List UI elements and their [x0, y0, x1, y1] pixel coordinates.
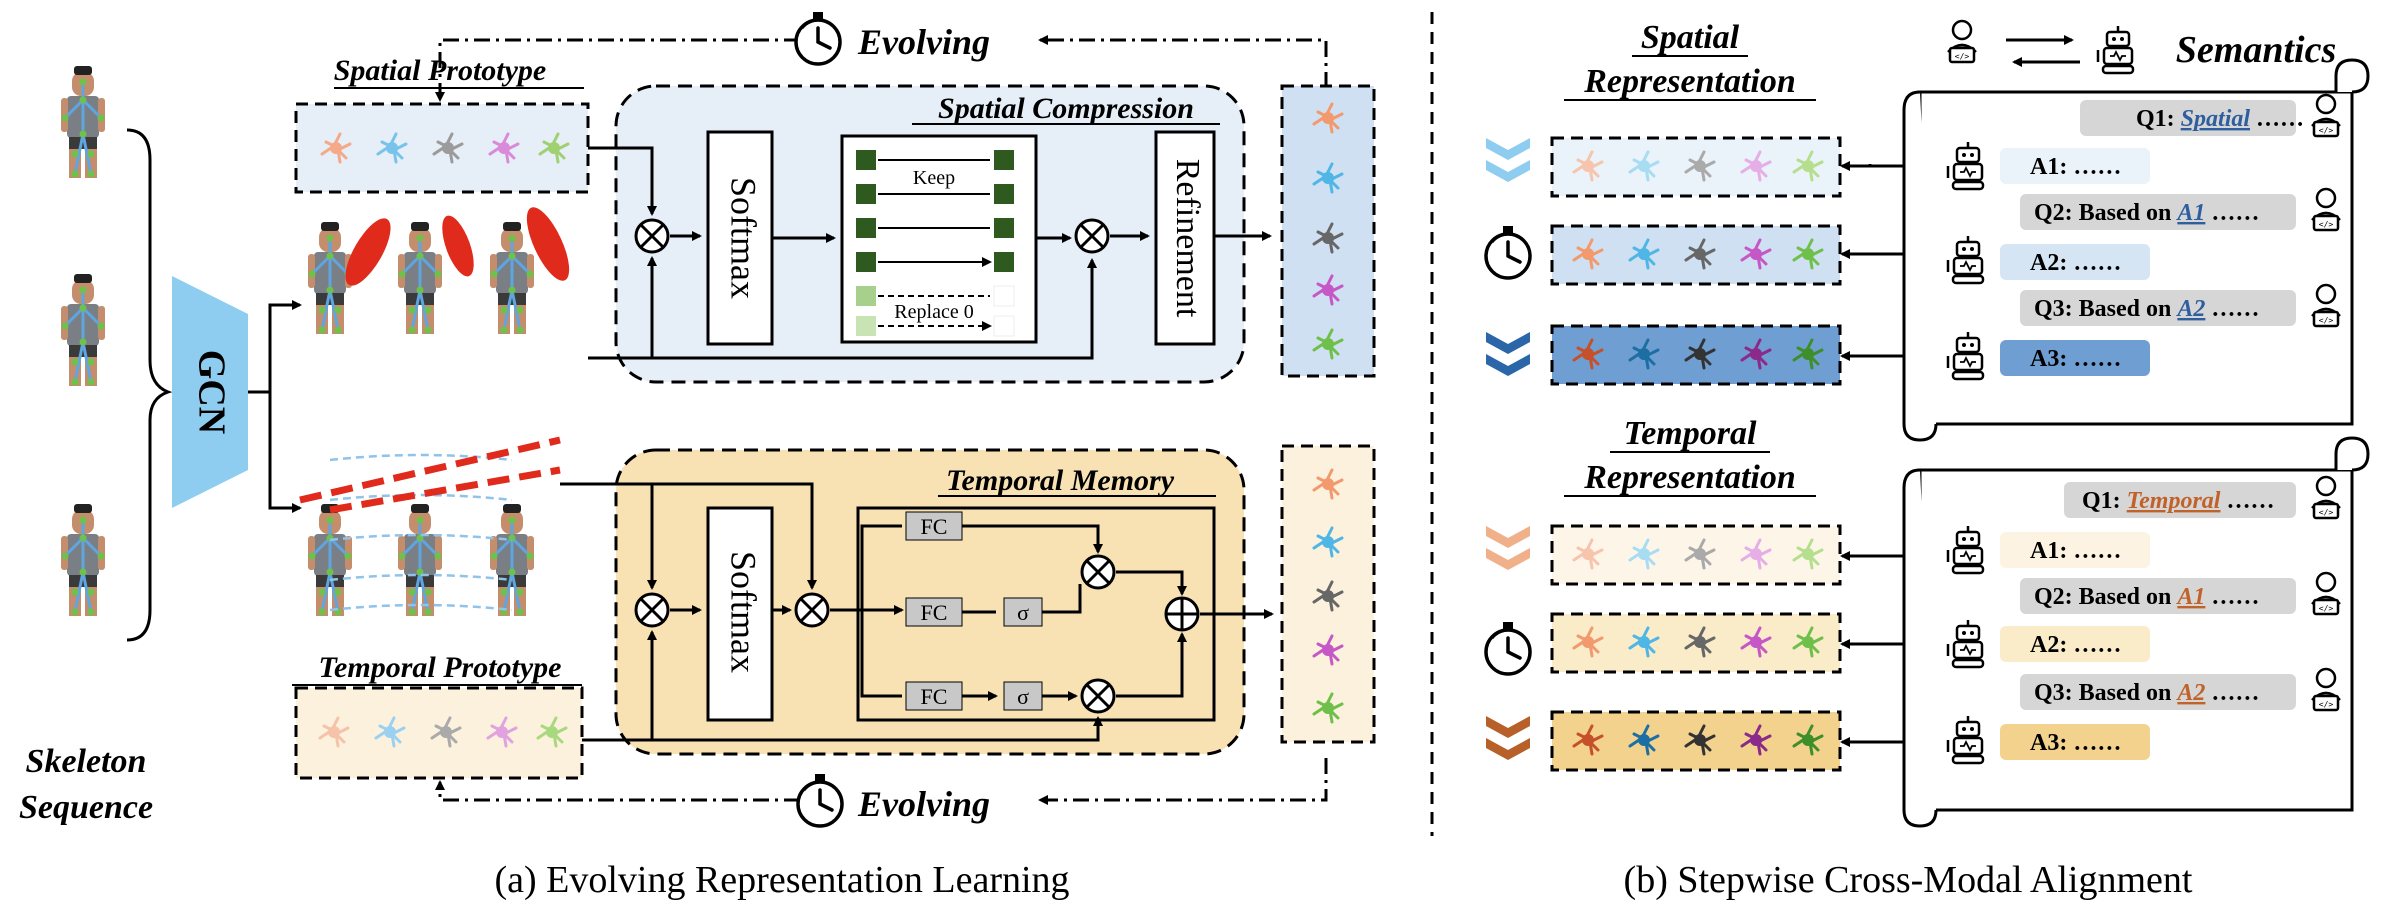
add-icon — [1164, 596, 1200, 632]
spatial-a1: A1: …… — [2030, 154, 2121, 180]
temporal-rep-label-1: Temporal — [1624, 415, 1757, 452]
spatial-output — [1280, 84, 1376, 378]
temporal-frames — [299, 436, 561, 618]
spatial-rep-label-1: Spatial — [1641, 19, 1740, 56]
temporal-scroll: Q1: Temporal …… A1: …… Q2: Based on A1 …… — [1902, 436, 2370, 828]
softmax-top-label: Softmax — [724, 177, 764, 299]
skeleton-label-2: Sequence — [19, 789, 153, 826]
multiply-icon-5 — [1080, 554, 1116, 590]
temporal-a1: A1: …… — [2030, 538, 2121, 564]
stopwatch-icon — [794, 10, 842, 66]
multiply-icon-3 — [634, 592, 670, 628]
fc3-label: FC — [921, 684, 948, 709]
multiply-icon — [634, 218, 670, 254]
spatial-prototype: Spatial Prototype — [294, 54, 590, 194]
softmax-top-box — [706, 130, 774, 346]
spatial-rows — [1484, 136, 1926, 386]
stopwatch-icon-bottom — [796, 772, 844, 828]
spatial-rep-label-2: Representation — [1583, 63, 1796, 100]
sequence-brace — [126, 128, 173, 642]
temporal-q3: Q3: Based on A2 …… — [2034, 680, 2259, 706]
evolving-top-label: Evolving — [857, 22, 990, 62]
fc1-label: FC — [921, 514, 948, 539]
temporal-memory-panel: Temporal Memory Softmax FC FC FC σ σ — [560, 448, 1274, 756]
refinement-label: Refinement — [1169, 159, 1206, 318]
evolving-bottom-label: Evolving — [857, 784, 990, 824]
caption-a: (a) Evolving Representation Learning — [494, 859, 1069, 901]
multiply-icon-2 — [1074, 218, 1110, 254]
spatial-compression-label: Spatial Compression — [938, 92, 1194, 125]
evolving-top: Evolving — [435, 10, 1328, 102]
compression-matrix — [840, 134, 1038, 344]
user-icon — [1946, 19, 1978, 64]
refinement-box — [1154, 130, 1216, 346]
semantics-header: Semantics — [1946, 19, 2336, 75]
skeleton-frame-3 — [59, 502, 107, 618]
spatial-representation-header: Spatial Representation — [1564, 19, 1816, 101]
spatial-a2: A2: …… — [2030, 250, 2121, 276]
sigma2-label: σ — [1017, 684, 1029, 709]
spatial-q1: Q1: Spatial …… — [2136, 106, 2304, 132]
replace-label: Replace 0 — [894, 301, 973, 323]
sigma1-label: σ — [1017, 600, 1029, 625]
temporal-a3: A3: …… — [2030, 730, 2121, 756]
gcn-shape — [172, 276, 248, 508]
skeleton-frame-1 — [59, 64, 107, 180]
temporal-q1: Q1: Temporal …… — [2082, 488, 2274, 514]
temporal-rep-label-2: Representation — [1583, 459, 1796, 496]
temporal-rows — [1484, 524, 1926, 772]
evolving-bottom: Evolving — [435, 758, 1328, 828]
softmax-bottom-label: Softmax — [724, 551, 764, 673]
temporal-representation-header: Temporal Representation — [1564, 415, 1816, 497]
skeleton-sequence: Skeleton Sequence — [19, 64, 173, 826]
spatial-frames — [306, 207, 570, 336]
gcn-label: GCN — [190, 350, 232, 434]
temporal-memory-label: Temporal Memory — [946, 464, 1175, 497]
multiply-icon-6 — [1080, 678, 1116, 714]
spatial-q2: Q2: Based on A1 …… — [2034, 200, 2259, 226]
caption-b: (b) Stepwise Cross-Modal Alignment — [1624, 859, 2193, 901]
keep-label: Keep — [913, 167, 955, 189]
softmax-bottom-box — [706, 506, 774, 722]
spatial-compression-panel: Spatial Compression Softmax Keep Replace… — [588, 84, 1272, 384]
spatial-scroll: Q1: Spatial …… A1: …… Q2: Based on A1 ……… — [1902, 58, 2370, 442]
multiply-icon-4 — [794, 592, 830, 628]
temporal-output — [1280, 444, 1376, 744]
semantics-label: Semantics — [2176, 29, 2336, 71]
spatial-q3: Q3: Based on A2 …… — [2034, 296, 2259, 322]
fc2-label: FC — [921, 600, 948, 625]
skeleton-frame-2 — [59, 272, 107, 388]
temporal-prototype-label: Temporal Prototype — [318, 651, 561, 684]
spatial-a3: A3: …… — [2030, 346, 2121, 372]
temporal-q2: Q2: Based on A1 …… — [2034, 584, 2259, 610]
gcn-block: GCN — [172, 276, 302, 513]
temporal-a2: A2: …… — [2030, 632, 2121, 658]
temporal-prototype: Temporal Prototype — [292, 651, 584, 780]
robot-icon — [2096, 24, 2135, 75]
skeleton-label-1: Skeleton — [26, 743, 147, 780]
